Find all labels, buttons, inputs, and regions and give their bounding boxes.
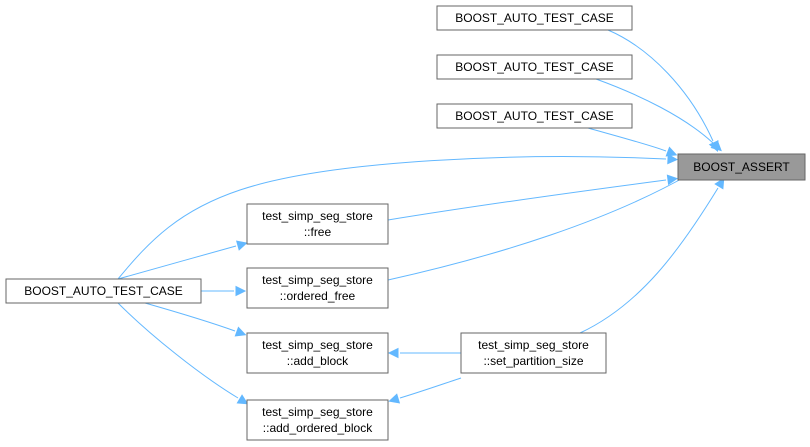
edge-test_case_left-to-ordered_free [200,285,247,297]
edge-arrowhead [234,326,247,337]
node-box [246,203,389,245]
node-box [436,103,633,129]
edge-arrowhead [235,285,247,297]
node-add-ordered-block[interactable]: test_simp_seg_store::add_ordered_block [246,399,389,441]
edge-line [117,245,237,280]
node-box [436,5,633,31]
edge-line [399,377,462,399]
edge-line [117,302,239,399]
edge-line [117,156,667,280]
node-test-case-2[interactable]: BOOST_AUTO_TEST_CASE [436,54,633,80]
edge-arrowhead [714,177,725,190]
node-label: test_simp_seg_store [262,405,373,419]
edge-arrowhead [665,146,678,157]
edge-arrowhead [710,140,722,152]
node-label: BOOST_AUTO_TEST_CASE [455,11,614,25]
edge-set_partition_size-to-add_ordered_block [388,377,462,404]
edge-free-to-boost_assert [387,174,679,221]
node-ordered-free[interactable]: test_simp_seg_store::ordered_free [246,267,389,309]
edge-test_case_3-to-boost_assert [587,127,678,157]
node-label-line-2: ::free [304,225,332,239]
node-set-partition-size[interactable]: test_simp_seg_store::set_partition_size [460,332,607,374]
node-box [460,332,607,374]
node-label: BOOST_ASSERT [693,160,790,174]
node-label-line-2: ::set_partition_size [483,354,583,368]
node-label: test_simp_seg_store [262,209,373,223]
node-box [246,399,389,441]
edge-arrowhead [667,153,679,165]
node-boost-assert: BOOST_ASSERT [677,153,806,181]
node-label-line-2: ::ordered_free [280,289,356,303]
edge-line [387,179,667,221]
node-free[interactable]: test_simp_seg_store::free [246,203,389,245]
edge-arrowhead [666,174,679,186]
node-label: BOOST_AUTO_TEST_CASE [455,109,614,123]
node-label: BOOST_AUTO_TEST_CASE [455,60,614,74]
edge-line [387,173,691,281]
edge-line [587,127,667,152]
edge-arrowhead [388,393,401,404]
node-test-case-1[interactable]: BOOST_AUTO_TEST_CASE [436,5,633,31]
edge-line [607,29,714,142]
node-label: BOOST_AUTO_TEST_CASE [24,284,183,298]
node-box [246,332,389,374]
edge-line [579,187,719,334]
node-test-case-left[interactable]: BOOST_AUTO_TEST_CASE [5,278,202,304]
edge-test_case_left-to-add_block [144,302,247,337]
nodes-layer: BOOST_ASSERT BOOST_AUTO_TEST_CASE BOOST_AU… [5,5,806,441]
node-add-block[interactable]: test_simp_seg_store::add_block [246,332,389,374]
node-label: test_simp_seg_store [262,273,373,287]
node-box [436,54,633,80]
edge-line [595,78,714,144]
node-label: test_simp_seg_store [478,338,589,352]
node-box [677,153,806,181]
edges-layer [117,29,725,405]
node-box [246,267,389,309]
edge-test_case_left-to-add_ordered_block [117,302,249,405]
edge-arrowhead [236,240,248,251]
edge-test_case_2-to-boost_assert [595,78,722,152]
node-label-line-2: ::add_ordered_block [263,421,373,435]
node-label-line-2: ::add_block [287,354,349,368]
edge-line [144,302,236,332]
node-label: test_simp_seg_store [262,338,373,352]
node-box [5,278,202,304]
edge-arrowhead [387,347,399,359]
edge-ordered_free-to-boost_assert [387,167,701,281]
edge-test_case_left-to-boost_assert [117,153,679,280]
edge-set_partition_size-to-boost_assert [579,177,725,334]
edge-test_case_left-to-free [117,240,248,280]
node-test-case-3[interactable]: BOOST_AUTO_TEST_CASE [436,103,633,129]
edge-set_partition_size-to-add_block [387,347,461,359]
edge-arrowhead [236,394,249,405]
